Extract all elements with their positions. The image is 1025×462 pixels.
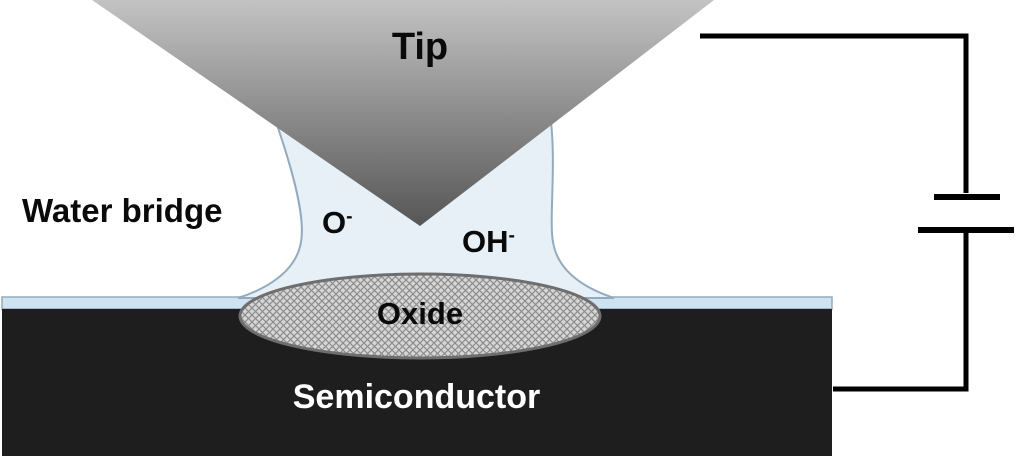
oxide-ellipse: [238, 272, 602, 360]
ion-o-label: O-: [322, 207, 353, 238]
ion-o-charge: -: [346, 206, 353, 228]
wire-top: [700, 33, 969, 193]
ion-oh-base: OH: [462, 224, 509, 259]
water-bridge-label: Water bridge: [22, 192, 223, 229]
wire-bottom: [833, 230, 969, 392]
ion-o-base: O: [322, 205, 347, 240]
ion-oh-label: OH-: [462, 226, 515, 257]
tip-cone: [92, 0, 714, 226]
semiconductor-label: Semiconductor: [292, 378, 541, 416]
ion-oh-charge: -: [508, 225, 515, 247]
tip-label: Tip: [391, 26, 449, 68]
oxide-label: Oxide: [376, 296, 464, 331]
